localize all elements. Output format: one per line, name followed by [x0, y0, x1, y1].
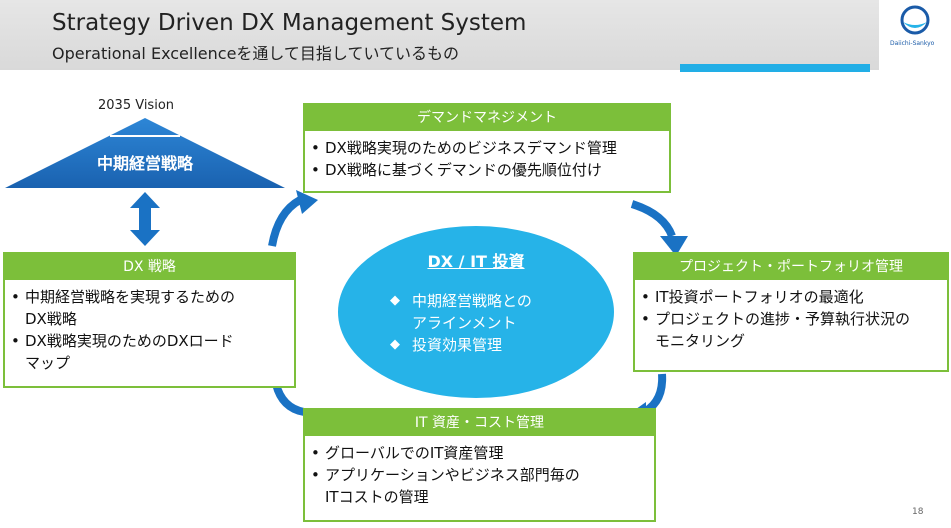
- arrow-asset-to-dx: [272, 382, 305, 416]
- double-arrow-icon: [130, 192, 160, 246]
- pyramid-label: 中期経営戦略: [96, 154, 193, 173]
- center-list: ◆ 中期経営戦略との アラインメント ◆ 投資効果管理: [388, 290, 532, 356]
- vision-label: 2035 Vision: [98, 98, 175, 113]
- list-item: マップ: [25, 354, 71, 372]
- card-dx-strategy: DX 戦略 中期経営戦略を実現するための DX戦略 DX戦略実現のためのDXロー…: [3, 252, 296, 388]
- list-item: IT投資ポートフォリオの最適化: [641, 286, 941, 308]
- card-demand-management: デマンドマネジメント DX戦略実現のためのビジネスデマンド管理 DX戦略に基づく…: [303, 103, 671, 193]
- list-item: モニタリング: [655, 332, 746, 350]
- list-item: DX戦略: [25, 310, 77, 328]
- center-item: アラインメント: [388, 312, 532, 334]
- center-item-text: 投資効果管理: [412, 336, 503, 354]
- title-bar: [0, 0, 951, 70]
- arrow-demand-to-portfolio: [630, 200, 676, 238]
- arrow-dx-to-demand: [268, 196, 303, 247]
- card-title: プロジェクト・ポートフォリオ管理: [635, 254, 947, 280]
- list-item: 中期経営戦略を実現するための: [11, 286, 288, 308]
- page-title: Strategy Driven DX Management System: [52, 10, 527, 36]
- card-project-portfolio: プロジェクト・ポートフォリオ管理 IT投資ポートフォリオの最適化 プロジェクトの…: [633, 252, 949, 372]
- center-title: DX / IT 投資: [427, 252, 525, 271]
- card-it-asset-cost: IT 資産・コスト管理 グローバルでのIT資産管理 アプリケーションやビジネス部…: [303, 408, 656, 522]
- list-item: DX戦略実現のためのビジネスデマンド管理: [311, 137, 663, 159]
- center-item: ◆ 投資効果管理: [388, 334, 532, 356]
- center-item-text: 中期経営戦略との: [412, 292, 532, 310]
- center-item-text: アラインメント: [412, 314, 517, 332]
- list-item: グローバルでのIT資産管理: [311, 442, 648, 464]
- card-title: IT 資産・コスト管理: [305, 410, 654, 436]
- logo: [879, 0, 951, 72]
- diamond-icon: ◆: [390, 337, 400, 352]
- page-number: 18: [912, 507, 924, 517]
- daiichi-sankyo-logo-icon: [900, 5, 930, 35]
- logo-text: Daiichi-Sankyo: [890, 40, 935, 47]
- center-item: ◆ 中期経営戦略との: [388, 290, 532, 312]
- page-subtitle: Operational Excellenceを通して目指していているもの: [52, 44, 459, 63]
- list-item: DX戦略に基づくデマンドの優先順位付け: [311, 159, 663, 181]
- center-ellipse: [338, 226, 614, 398]
- list-item: アプリケーションやビジネス部門毎の: [311, 464, 648, 486]
- card-title: デマンドマネジメント: [305, 105, 669, 131]
- list-item: プロジェクトの進捗・予算執行状況の: [641, 308, 941, 330]
- card-title: DX 戦略: [5, 254, 294, 280]
- pyramid-shape: [5, 118, 285, 188]
- list-item: DX戦略実現のためのDXロード: [11, 330, 288, 352]
- list-item: ITコストの管理: [325, 488, 429, 506]
- title-accent-bar: [680, 64, 870, 72]
- diamond-icon: ◆: [390, 293, 400, 308]
